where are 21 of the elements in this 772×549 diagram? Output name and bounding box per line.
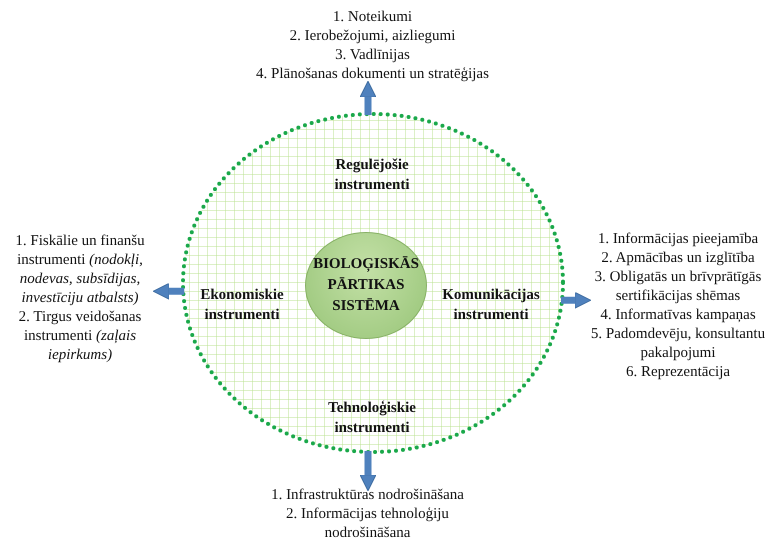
list-item: 2. Informācijas tehnoloģiju nodrošināšana xyxy=(285,505,450,543)
list-item: 4. Informatīvas kampaņas xyxy=(599,306,757,325)
list-item: 1. Informācijas pieejamība xyxy=(596,230,760,249)
list-item: 5. Padomdevēju, konsultantu pakalpojumi xyxy=(590,325,766,363)
list-item: 3. Obligatās un brīvprātīgās sertifikācijas shēmas xyxy=(594,268,762,306)
list-item: 1. Fiskālie un finanšu instrumenti (nodokļi, nodevas, subsīdijas, investīciju atbalsts) xyxy=(14,232,146,308)
block-arrow xyxy=(561,292,592,309)
category-label: Ekonomiskie instrumenti xyxy=(194,285,290,327)
list-item: 2. Ierobežojumi, aizliegumi xyxy=(288,27,456,46)
list-item: 1. Infrastruktūras nodrošināšana xyxy=(270,486,465,505)
category-label: Regulējošie instrumenti xyxy=(312,155,432,197)
list-item: 6. Reprezentācija xyxy=(624,363,732,382)
list-item: 1. Noteikumi xyxy=(332,8,414,27)
list-item: 4. Plānošanas dokumenti un stratēģijas xyxy=(255,65,490,84)
list-item: 3. Vadlīnijas xyxy=(334,46,411,65)
list-item: 2. Tirgus veidošanas instrumenti (zaļais iepirkums) xyxy=(18,308,142,365)
block-arrow xyxy=(360,80,376,116)
block-arrow xyxy=(360,450,376,492)
list-item: 2. Apmācības un izglītība xyxy=(600,249,756,268)
category-label: Tehnoloģiskie instrumenti xyxy=(312,398,432,440)
category-label: Komunikācijas instrumenti xyxy=(430,285,552,327)
